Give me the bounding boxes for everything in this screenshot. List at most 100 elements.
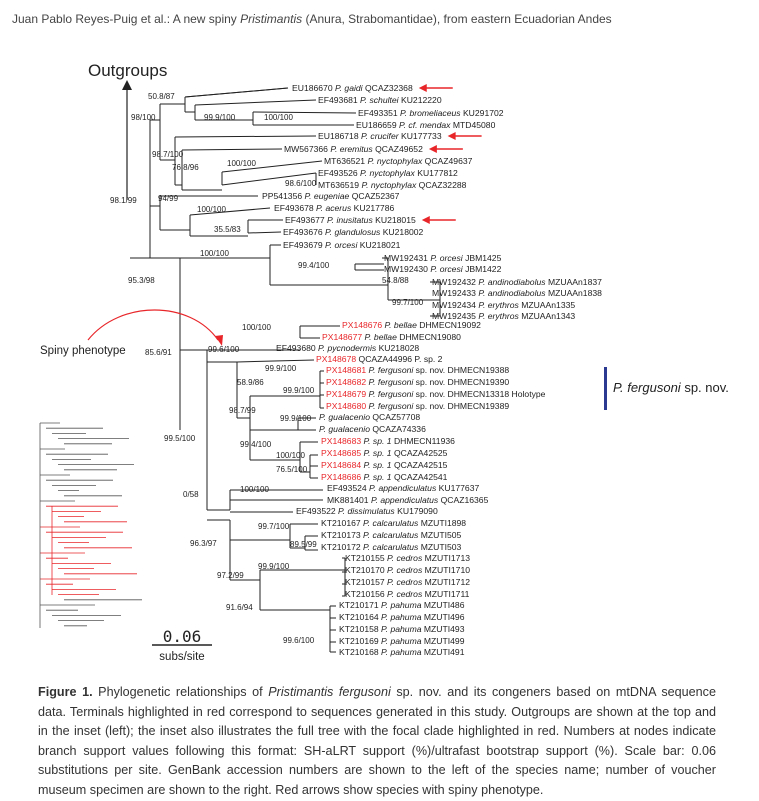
tip-accession: EF493522 <box>296 506 338 516</box>
tip-accession: KT210169 <box>339 636 381 646</box>
node-support: 85.6/91 <box>145 348 172 357</box>
tree-branch <box>174 135 317 138</box>
tip-voucher: sp. nov. DHMECN19390 <box>416 377 510 387</box>
tip-species: P. sp. 1 <box>364 448 394 458</box>
tip-accession: KT210170 <box>345 565 387 575</box>
tip-species: P. andinodiabolus <box>478 277 548 287</box>
tip-species: P. glandulosus <box>325 227 383 237</box>
node-support: 94/99 <box>158 194 179 203</box>
node-support: 99.6/100 <box>283 636 315 645</box>
tip-voucher: MZUTI1713 <box>425 553 471 563</box>
node-support: 96.3/97 <box>190 539 217 548</box>
tip-species: P. cedros <box>387 589 425 599</box>
tip-accession: PX148683 <box>321 436 364 446</box>
tip-species: P. fergusoni <box>369 377 416 387</box>
tip-label: EF493676 P. glandulosus KU218002 <box>283 227 424 237</box>
tip-label: MT636521 P. nyctophylax QCAZ49637 <box>324 156 473 166</box>
tip-accession: MW192430 <box>384 264 430 274</box>
node-support: 97.2/99 <box>217 571 244 580</box>
tip-label: PX148683 P. sp. 1 DHMECN11936 <box>321 436 455 446</box>
tip-accession: PX148679 <box>326 389 369 399</box>
tip-voucher: QCAZ49637 <box>425 156 473 166</box>
tip-voucher: QCAZA42541 <box>394 472 448 482</box>
node-support: 99.9/100 <box>283 386 315 395</box>
tip-label: PX148679 P. fergusoni sp. nov. DHMECN133… <box>326 389 546 399</box>
tip-voucher: sp. nov. DHMECN13318 Holotype <box>416 389 546 399</box>
tip-species: P. erythros <box>478 300 521 310</box>
tip-voucher: MZUTI1710 <box>425 565 471 575</box>
tree-branch <box>252 111 357 114</box>
node-support: 99.6/100 <box>208 345 240 354</box>
tip-species: P. pahuma <box>381 636 424 646</box>
tip-label: P. gualacenio QCAZA74336 <box>319 424 426 434</box>
node-support: 99.9/100 <box>265 364 297 373</box>
spiny-arrow-head <box>428 145 437 153</box>
tip-species: P. calcarulatus <box>363 542 421 552</box>
tip-label: PX148685 P. sp. 1 QCAZA42525 <box>321 448 448 458</box>
tip-species: P. eugeniae <box>305 191 352 201</box>
tip-voucher: KU179090 <box>397 506 438 516</box>
tip-species: P. nyctophylax <box>361 180 418 190</box>
tip-species: P. bellae <box>365 332 400 342</box>
tip-species: P. cedros <box>387 553 425 563</box>
tip-accession: EF493681 <box>318 95 360 105</box>
node-support: 58.9/86 <box>237 378 264 387</box>
tip-label: EF493679 P. orcesi KU218021 <box>283 240 401 250</box>
tip-label: MW192432 P. andinodiabolus MZUAAn1837 <box>432 277 602 287</box>
tip-voucher: KU218021 <box>360 240 401 250</box>
tip-label: MW192435 P. erythros MZUAAn1343 <box>432 311 575 321</box>
tip-accession: KT210155 <box>345 553 387 563</box>
tip-voucher: KU218002 <box>383 227 424 237</box>
tip-accession: EF493524 <box>327 483 369 493</box>
tip-species: P. cedros <box>387 565 425 575</box>
tip-voucher: QCAZ49652 <box>375 144 423 154</box>
tree-branch <box>221 172 317 186</box>
clade-italic: P. fergusoni <box>613 380 682 395</box>
tip-voucher: MZUTI503 <box>421 542 462 552</box>
node-support: 95.3/98 <box>128 276 155 285</box>
tip-voucher: MZUAAn1335 <box>521 300 575 310</box>
tip-accession: MW192433 <box>432 288 478 298</box>
tip-accession: EU186670 <box>292 83 335 93</box>
tip-accession: KT210173 <box>321 530 363 540</box>
tip-voucher: KU177733 <box>401 131 442 141</box>
tip-label: KT210170 P. cedros MZUTI1710 <box>345 565 470 575</box>
node-support: 100/100 <box>242 323 271 332</box>
spiny-curve-head <box>215 335 223 346</box>
tip-accession: PX148684 <box>321 460 364 470</box>
tip-voucher: MZUAAn1838 <box>548 288 602 298</box>
caption-species: Pristimantis fergusoni <box>268 685 391 699</box>
clade-rest: sp. nov. <box>681 380 729 395</box>
tip-accession: KT210157 <box>345 577 387 587</box>
tip-voucher: sp. nov. DHMECN19389 <box>416 401 510 411</box>
tip-label: KT210164 P. pahuma MZUTI496 <box>339 612 465 622</box>
tip-voucher: MZUTI1898 <box>421 518 467 528</box>
caption-label: Figure 1. <box>38 685 93 699</box>
scale-bar-value: 0.06 <box>163 627 202 646</box>
tip-accession: EF493351 <box>358 108 400 118</box>
tip-accession: PP541356 <box>262 191 305 201</box>
tree-branch <box>221 160 323 173</box>
tip-label: PX148684 P. sp. 1 QCAZA42515 <box>321 460 448 470</box>
tip-accession: KT210158 <box>339 624 381 634</box>
tip-species: P. andinodiabolus <box>478 288 548 298</box>
tip-accession: MW192435 <box>432 311 478 321</box>
tip-voucher: MZUTI493 <box>424 624 465 634</box>
tip-accession: PX148677 <box>322 332 365 342</box>
tree-branch <box>194 99 317 106</box>
node-support: 76.8/96 <box>172 163 199 172</box>
tip-label: EF493677 P. inusitatus KU218015 <box>285 215 416 225</box>
tip-species: P. orcesi <box>325 240 360 250</box>
tip-species: P. pahuma <box>381 612 424 622</box>
tip-label: MW192430 P. orcesi JBM1422 <box>384 264 502 274</box>
tip-species: P. acerus <box>316 203 354 213</box>
tree-branch <box>247 231 282 234</box>
node-support: 100/100 <box>276 451 305 460</box>
running-header: Juan Pablo Reyes-Puig et al.: A new spin… <box>12 12 612 26</box>
tip-species: P. gualacenio <box>319 424 372 434</box>
tip-voucher: KU218028 <box>379 343 420 353</box>
fergusoni-clade-bar <box>604 367 607 410</box>
tip-accession: KT210168 <box>339 647 381 657</box>
